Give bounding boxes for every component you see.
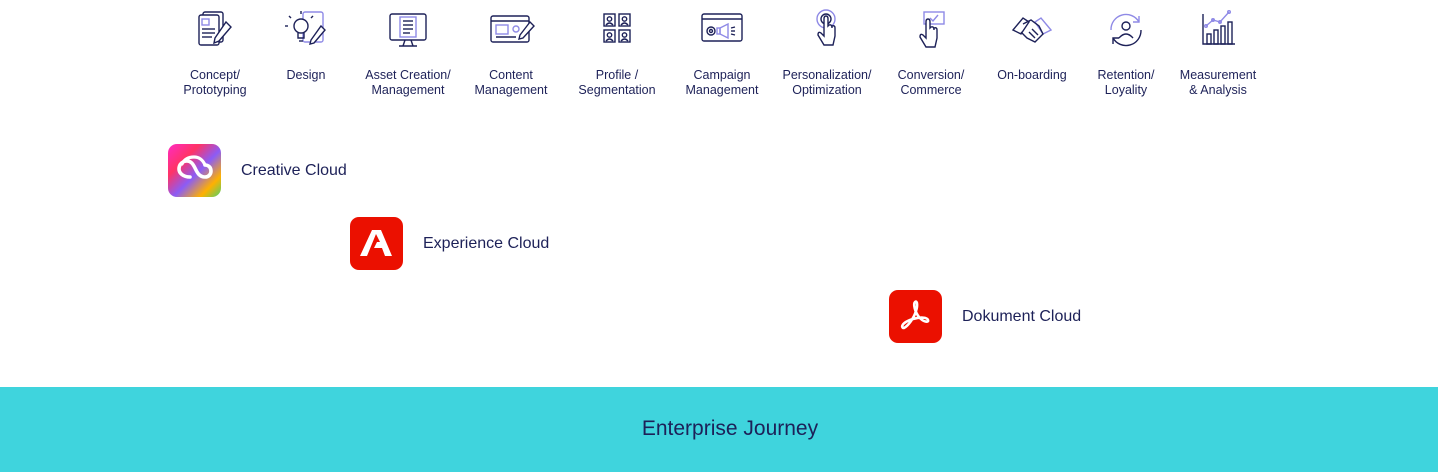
stage-conversion-commerce: Conversion/ Commerce [876,6,986,98]
stage-campaign-management: Campaign Management [667,6,777,98]
stage-label: Campaign Management [685,68,759,97]
user-grid-icon [603,13,631,43]
stage-label: Design [286,68,326,82]
lightbulb-pencil-icon [285,11,326,45]
stage-onboarding: On-boarding [977,6,1087,83]
megaphone-gear-icon [701,13,743,42]
stage-label: Conversion/ Commerce [897,68,965,97]
stage-label: Personalization/ Optimization [782,68,872,97]
bar-chart-icon [1202,9,1235,45]
product-name: Creative Cloud [241,161,347,179]
document-pen-icon [198,11,232,46]
stage-measurement-analysis: Measurement & Analysis [1163,6,1273,98]
stage-label: Measurement & Analysis [1179,68,1257,97]
stage-label: On-boarding [997,68,1067,82]
stage-content-management: Content Management [456,6,566,98]
stage-label: Asset Creation/ Management [365,68,451,97]
stage-label: Retention/ Loyality [1097,68,1155,97]
monitor-checklist-icon [389,13,427,47]
hand-touch-icon [816,9,836,46]
stage-personalization: Personalization/ Optimization [772,6,882,98]
stage-label: Content Management [474,68,548,97]
stage-label: Concept/ Prototyping [183,68,247,97]
stage-design: Design [251,6,361,83]
stage-label: Profile / Segmentation [578,68,656,97]
adobe-logo [350,217,403,270]
product-creative-cloud[interactable]: Creative Cloud [168,144,347,197]
stage-profile-segmentation: Profile / Segmentation [562,6,672,98]
user-cycle-icon [1110,13,1142,47]
stage-asset-creation: Asset Creation/ Management [353,6,463,98]
journey-stages: Concept/ Prototyping Design Asset Creati… [0,0,1438,110]
stage-concept-prototyping: Concept/ Prototyping [160,6,270,98]
enterprise-journey-banner: Enterprise Journey [0,387,1438,472]
product-dokument-cloud[interactable]: Dokument Cloud [889,290,1081,343]
stage-retention-loyality: Retention/ Loyality [1071,6,1181,98]
creative-cloud-logo [168,144,221,197]
browser-edit-icon [490,15,535,43]
acrobat-logo [889,290,942,343]
hand-click-checkbox-icon [919,11,945,48]
handshake-icon [1011,17,1053,43]
product-name: Dokument Cloud [962,307,1082,325]
product-experience-cloud[interactable]: Experience Cloud [350,217,549,270]
banner-title: Enterprise Journey [641,416,819,440]
product-name: Experience Cloud [423,234,550,252]
